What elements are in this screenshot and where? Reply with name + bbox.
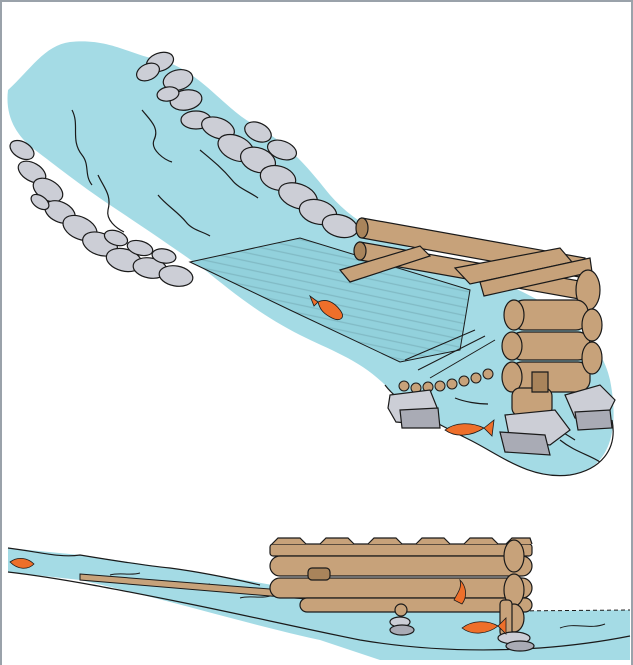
side-view-panel xyxy=(8,538,630,660)
perspective-view-panel xyxy=(7,41,615,475)
